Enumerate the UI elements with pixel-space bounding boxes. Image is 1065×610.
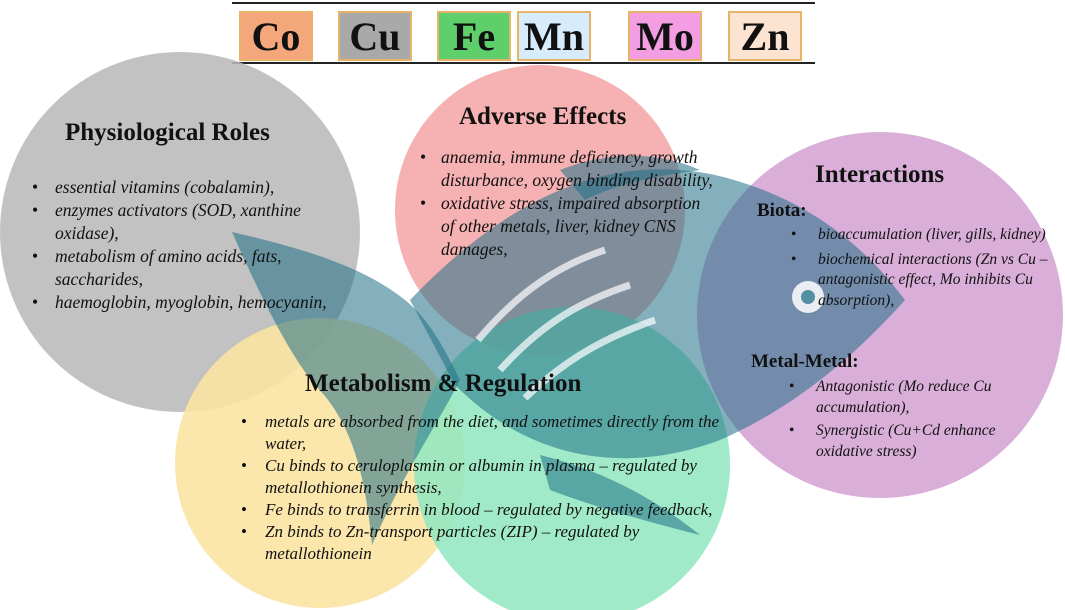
element-box-co: Co bbox=[239, 11, 313, 61]
biota-list: bioaccumulation (liver, gills, kidney) b… bbox=[791, 225, 1058, 315]
biota-label: Biota: bbox=[757, 200, 807, 221]
list-item: anaemia, immune deficiency, growth distu… bbox=[420, 146, 716, 192]
adverse-effects-title: Adverse Effects bbox=[459, 103, 627, 130]
list-item: bioaccumulation (liver, gills, kidney) bbox=[791, 225, 1058, 246]
list-item: essential vitamins (cobalamin), bbox=[32, 176, 355, 199]
fish-stripe bbox=[497, 281, 632, 373]
element-box-fe: Fe bbox=[437, 11, 511, 61]
element-box-mn: Mn bbox=[517, 11, 591, 61]
list-item: Synergistic (Cu+Cd enhance oxidative str… bbox=[789, 421, 1056, 462]
list-item: oxidative stress, impaired absorption of… bbox=[420, 192, 716, 261]
list-item: metabolism of amino acids, fats, sacchar… bbox=[32, 245, 355, 291]
fish-stripe bbox=[522, 316, 657, 401]
list-item: enzymes activators (SOD, xanthine oxidas… bbox=[32, 199, 355, 245]
fish-pupil bbox=[801, 290, 815, 304]
list-item: Antagonistic (Mo reduce Cu accumulation)… bbox=[789, 377, 1056, 418]
list-item: biochemical interactions (Zn vs Cu – ant… bbox=[791, 250, 1058, 312]
physiological-roles-title: Physiological Roles bbox=[65, 119, 270, 146]
element-box-cu: Cu bbox=[338, 11, 412, 61]
list-item: Fe binds to transferrin in blood – regul… bbox=[241, 499, 735, 521]
metabolism-list: metals are absorbed from the diet, and s… bbox=[241, 411, 735, 565]
element-box-mo: Mo bbox=[628, 11, 702, 61]
metal-metal-list: Antagonistic (Mo reduce Cu accumulation)… bbox=[789, 377, 1056, 465]
metabolism-title: Metabolism & Regulation bbox=[305, 370, 582, 397]
physiological-roles-list: essential vitamins (cobalamin), enzymes … bbox=[32, 176, 355, 314]
list-item: Zn binds to Zn-transport particles (ZIP)… bbox=[241, 521, 735, 565]
interactions-title: Interactions bbox=[815, 161, 945, 188]
metal-metal-label: Metal-Metal: bbox=[751, 351, 859, 372]
list-item: metals are absorbed from the diet, and s… bbox=[241, 411, 735, 455]
adverse-effects-list: anaemia, immune deficiency, growth distu… bbox=[420, 146, 716, 261]
list-item: Cu binds to ceruloplasmin or albumin in … bbox=[241, 455, 735, 499]
list-item: haemoglobin, myoglobin, hemocyanin, bbox=[32, 291, 355, 314]
element-box-zn: Zn bbox=[728, 11, 802, 61]
